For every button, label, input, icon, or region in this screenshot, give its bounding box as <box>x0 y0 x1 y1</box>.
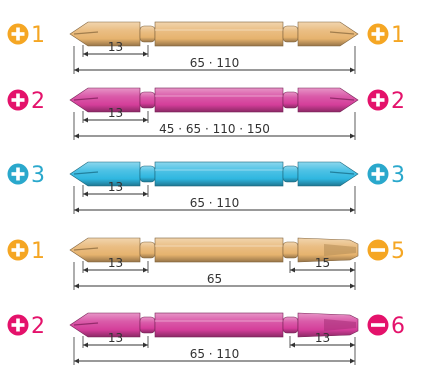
tip-left-length: 13 <box>108 256 123 270</box>
tip-right-dim-arrow-right <box>350 342 355 348</box>
overall-dim-arrow-right <box>350 283 355 289</box>
left-neck <box>139 316 156 334</box>
tip-left-length: 13 <box>108 106 123 120</box>
right-badge: 1 <box>367 23 405 48</box>
size-number: 2 <box>31 89 45 114</box>
left-badge: 2 <box>7 314 45 339</box>
tip-flute <box>329 31 355 35</box>
overall-length: 65 <box>207 272 222 286</box>
right-tip <box>297 161 359 187</box>
bit-3 <box>69 161 359 187</box>
tip-left-dim-arrow-right <box>143 191 148 197</box>
slot-blade <box>324 319 356 331</box>
tip-flute <box>329 97 355 101</box>
overall-dim-arrow-right <box>350 358 355 364</box>
bit-2 <box>69 87 359 113</box>
overall-dim-arrow-right <box>350 133 355 139</box>
tip-flute <box>329 171 355 175</box>
size-number: 3 <box>31 163 45 188</box>
hex-body <box>154 237 284 263</box>
left-badge: 2 <box>7 89 45 114</box>
right-neck <box>282 91 299 109</box>
right-neck <box>282 316 299 334</box>
tip-left-length: 13 <box>108 40 123 54</box>
overall-dim-arrow-left <box>74 133 79 139</box>
overall-length: 65 · 110 <box>190 56 240 70</box>
tip-left-dim-arrow-right <box>143 267 148 273</box>
right-badge: 5 <box>367 239 405 264</box>
size-number: 3 <box>391 163 405 188</box>
tip-flute <box>73 247 99 251</box>
overall-length: 65 · 110 <box>190 347 240 361</box>
left-neck <box>139 91 156 109</box>
overall-dim-arrow-left <box>74 358 79 364</box>
right-tip <box>297 21 359 47</box>
tip-left-dim-arrow-right <box>143 342 148 348</box>
overall-length: 45 · 65 · 110 · 150 <box>159 122 270 136</box>
bit-5 <box>69 312 359 338</box>
size-number: 2 <box>31 314 45 339</box>
right-neck <box>282 25 299 43</box>
tip-flute <box>73 97 99 101</box>
size-number: 1 <box>31 23 45 48</box>
size-number: 2 <box>391 89 405 114</box>
size-number: 1 <box>391 23 405 48</box>
overall-dim-arrow-left <box>74 67 79 73</box>
dimensions: 13 45 · 65 · 110 · 150 <box>73 106 356 140</box>
size-number: 5 <box>391 239 405 264</box>
hex-body <box>154 161 284 187</box>
tip-left-length: 13 <box>108 180 123 194</box>
right-tip <box>297 87 359 113</box>
overall-dim-arrow-left <box>74 207 79 213</box>
hex-body <box>154 87 284 113</box>
dimensions: 13 65 · 110 <box>73 180 356 214</box>
left-badge: 1 <box>7 239 45 264</box>
right-badge: 6 <box>367 314 405 339</box>
tip-right-dim-arrow-left <box>290 342 295 348</box>
overall-dim-arrow-right <box>350 67 355 73</box>
overall-dim-arrow-left <box>74 283 79 289</box>
tip-flute <box>73 322 99 326</box>
tip-left-dim-arrow-left <box>83 191 88 197</box>
tip-left-dim-arrow-left <box>83 342 88 348</box>
bit-1 <box>69 21 359 47</box>
tip-right-length: 13 <box>315 331 330 345</box>
right-badge: 2 <box>367 89 405 114</box>
tip-right-dim-arrow-left <box>290 267 295 273</box>
hex-body <box>154 312 284 338</box>
overall-dim-arrow-right <box>350 207 355 213</box>
tip-right-dim-arrow-right <box>350 267 355 273</box>
left-badge: 1 <box>7 23 45 48</box>
overall-length: 65 · 110 <box>190 196 240 210</box>
bit-4 <box>69 237 359 263</box>
dimensions: 13 13 65 · 110 <box>73 331 356 365</box>
tip-left-length: 13 <box>108 331 123 345</box>
dimensions: 13 15 65 <box>73 256 356 290</box>
size-number: 1 <box>31 239 45 264</box>
tip-left-dim-arrow-left <box>83 51 88 57</box>
left-neck <box>139 241 156 259</box>
right-neck <box>282 165 299 183</box>
tip-flute <box>73 31 99 35</box>
left-badge: 3 <box>7 163 45 188</box>
tip-left-dim-arrow-left <box>83 117 88 123</box>
tip-right-length: 15 <box>315 256 330 270</box>
tip-flute <box>73 171 99 175</box>
hex-body <box>154 21 284 47</box>
size-number: 6 <box>391 314 405 339</box>
dimensions: 13 65 · 110 <box>73 40 356 74</box>
right-badge: 3 <box>367 163 405 188</box>
left-neck <box>139 25 156 43</box>
tip-left-dim-arrow-right <box>143 117 148 123</box>
tip-left-dim-arrow-right <box>143 51 148 57</box>
right-neck <box>282 241 299 259</box>
tip-left-dim-arrow-left <box>83 267 88 273</box>
left-neck <box>139 165 156 183</box>
slot-blade <box>324 244 356 256</box>
